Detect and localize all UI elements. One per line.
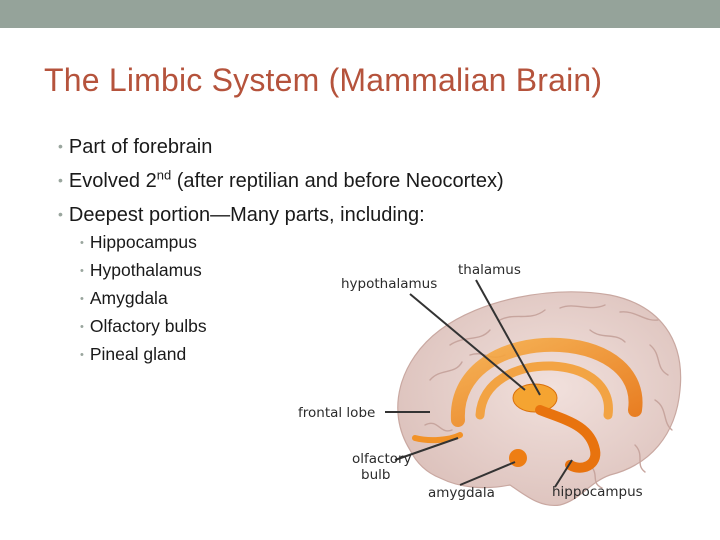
olfactory-bulb-shape	[412, 432, 463, 444]
hippocampus-shape	[535, 405, 601, 473]
inner-limbic-arc	[475, 361, 613, 420]
bullet-dot-icon: •	[58, 172, 63, 188]
sub-bullet-list: •Hippocampus •Hypothalamus •Amygdala •Ol…	[80, 228, 207, 368]
bullet-list: •Part of forebrain •Evolved 2nd (after r…	[58, 132, 504, 234]
slide-title: The Limbic System (Mammalian Brain)	[44, 62, 603, 98]
bullet-item: •Deepest portion—Many parts, including:	[58, 204, 425, 226]
bullet-dot-icon: •	[58, 138, 63, 154]
sub-bullet-item: •Hippocampus	[80, 232, 197, 252]
label-olfactory: olfactory	[352, 451, 412, 467]
bullet-dot-icon: •	[80, 293, 84, 305]
cingulate-arc	[450, 337, 643, 427]
sub-bullet-item: •Amygdala	[80, 288, 168, 308]
bullet-dot-icon: •	[80, 349, 84, 361]
bullet-dot-icon: •	[80, 237, 84, 249]
bullet-item: •Part of forebrain	[58, 136, 213, 158]
top-bar	[0, 0, 720, 28]
label-thalamus: thalamus	[458, 262, 521, 278]
limbic-brain-figure: thalamus hypothalamus frontal lobe olfac…	[298, 262, 682, 507]
label-bulb: bulb	[361, 467, 390, 483]
sub-bullet-item: •Olfactory bulbs	[80, 316, 207, 336]
bullet-item: •Evolved 2nd (after reptilian and before…	[58, 167, 504, 192]
thalamus-shape	[512, 383, 558, 413]
sub-bullet-item: •Pineal gland	[80, 344, 187, 364]
sub-bullet-item: •Hypothalamus	[80, 260, 202, 280]
label-hippocampus: hippocampus	[552, 484, 643, 500]
label-amygdala: amygdala	[428, 485, 495, 501]
bullet-dot-icon: •	[58, 206, 63, 222]
bullet-dot-icon: •	[80, 265, 84, 277]
pointer-lines	[385, 279, 573, 488]
label-frontal-lobe: frontal lobe	[298, 405, 375, 421]
bullet-dot-icon: •	[80, 321, 84, 333]
label-hypothalamus: hypothalamus	[341, 276, 437, 292]
